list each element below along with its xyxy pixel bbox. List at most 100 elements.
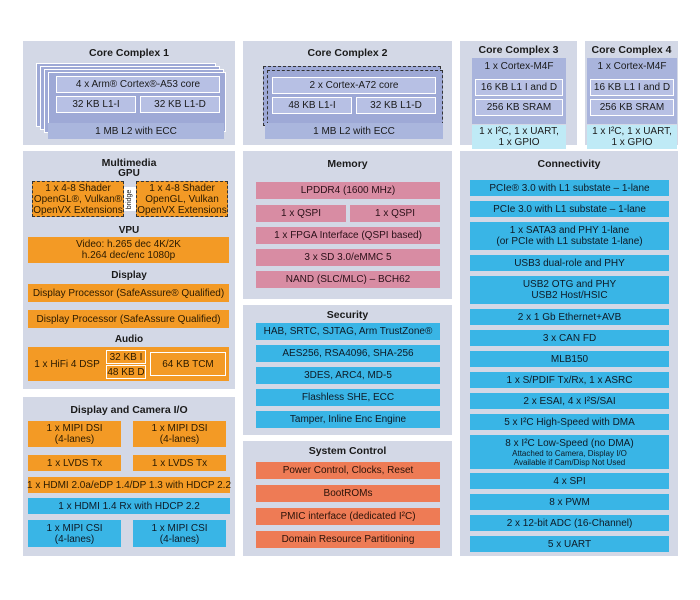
pmic-interface-box: PMIC interface (dedicated I²C): [256, 508, 440, 525]
l1i-cache-box: 48 KB L1-I: [272, 97, 352, 114]
pcie-1-box: PCIe® 3.0 with L1 substate – 1-lane: [470, 180, 669, 196]
csi-line: 1 x MIPI CSI: [151, 522, 208, 534]
adc-box: 2 x 12-bit ADC (16-Channel): [470, 515, 669, 531]
bootroms-box: BootROMs: [256, 485, 440, 502]
she-ecc-box: Flashless SHE, ECC: [256, 389, 440, 406]
l2-cache-box: 1 MB L2 with ECC: [265, 123, 443, 139]
hifi-dsp-box: 1 x HiFi 4 DSP: [31, 355, 103, 373]
display-camera-title: Display and Camera I/O: [70, 404, 188, 416]
core-complex-2-panel: Core Complex 2 2 x Cortex-A72 core 48 KB…: [243, 41, 452, 145]
i2c-lowspeed-box: 8 x I²C Low-Speed (no DMA) Attached to C…: [470, 435, 669, 469]
m4-io-line: 1 x GPIO: [498, 137, 540, 148]
a72-cores-box: 2 x Cortex-A72 core: [272, 77, 436, 94]
dsi-line: (4-lanes): [159, 434, 200, 445]
csi-line: 1 x MIPI CSI: [46, 522, 103, 534]
vpu-line: Video: h.265 dec 4K/2K: [76, 239, 181, 250]
core-complex-1-title: Core Complex 1: [89, 47, 169, 59]
display-title: Display: [111, 270, 147, 281]
pcie-2-box: PCIe 3.0 with L1 substate – 1-lane: [470, 201, 669, 217]
gpu-line: 1 x 4-8 Shader: [45, 182, 111, 194]
system-control-panel: System Control Power Control, Clocks, Re…: [243, 441, 452, 556]
vpu-box: Video: h.265 dec 4K/2K h.264 dec/enc 108…: [28, 237, 229, 263]
uart-box: 5 x UART: [470, 536, 669, 552]
mipi-csi-right: 1 x MIPI CSI (4-lanes): [133, 520, 226, 547]
multimedia-panel: Multimedia GPU 1 x 4-8 Shader OpenGL®, V…: [23, 151, 235, 389]
sata-line: 1 x SATA3 and PHY 1-lane: [509, 225, 630, 236]
usb3-box: USB3 dual-role and PHY: [470, 255, 669, 271]
domain-partitioning-box: Domain Resource Partitioning: [256, 531, 440, 548]
mlb-box: MLB150: [470, 351, 669, 367]
gpu-left-box: 1 x 4-8 Shader OpenGL®, Vulkan® OpenVX E…: [32, 181, 124, 217]
lvds-right: 1 x LVDS Tx: [133, 455, 226, 471]
i2c-ls-line: 8 x I²C Low-Speed (no DMA): [505, 437, 634, 449]
l2-cache-box: 1 MB L2 with ECC: [48, 123, 224, 139]
m4-cache-box: 16 KB L1 I and D: [590, 79, 674, 96]
gpu-title: GPU: [118, 168, 140, 179]
audio-l1d-box: 48 KB D: [106, 365, 146, 379]
memory-title: Memory: [327, 158, 368, 170]
i2c-ls-note: Attached to Camera, Display I/O: [512, 448, 627, 458]
display-processor-1: Display Processor (SafeAssure® Qualified…: [28, 284, 229, 302]
gpu-bridge: bridge: [124, 187, 136, 211]
qspi-right-box: 1 x QSPI: [350, 205, 440, 222]
sata-box: 1 x SATA3 and PHY 1-lane (or PCIe with L…: [470, 222, 669, 250]
usb2-line: USB2 Host/HSIC: [531, 290, 608, 301]
spdif-box: 1 x S/PDIF Tx/Rx, 1 x ASRC: [470, 372, 669, 388]
vpu-title: VPU: [118, 225, 140, 236]
usb2-line: USB2 OTG and PHY: [522, 279, 617, 290]
sata-line: (or PCIe with L1 substate 1-lane): [496, 236, 643, 247]
tamper-box: Tamper, Inline Enc Engine: [256, 411, 440, 428]
audio-tcm-box: 64 KB TCM: [150, 352, 226, 376]
nand-box: NAND (SLC/MLC) – BCH62: [256, 271, 440, 288]
core-complex-2-title: Core Complex 2: [307, 47, 388, 59]
multimedia-title: Multimedia: [101, 157, 157, 169]
dsi-line: (4-lanes): [54, 434, 95, 445]
fpga-interface-box: 1 x FPGA Interface (QSPI based): [256, 227, 440, 244]
hdmi-tx-box: 1 x HDMI 2.0a/eDP 1.4/DP 1.3 with HDCP 2…: [27, 477, 231, 493]
dsi-line: 1 x MIPI DSI: [46, 423, 103, 434]
connectivity-panel: Connectivity PCIe® 3.0 with L1 substate …: [460, 151, 678, 556]
security-panel: Security HAB, SRTC, SJTAG, Arm TrustZone…: [243, 305, 452, 435]
power-control-box: Power Control, Clocks, Reset: [256, 462, 440, 479]
hab-trustzone-box: HAB, SRTC, SJTAG, Arm TrustZone®: [256, 323, 440, 340]
l1i-cache-box: 32 KB L1-I: [56, 96, 136, 113]
mipi-dsi-left: 1 x MIPI DSI (4-lanes): [28, 421, 121, 447]
csi-line: (4-lanes): [54, 533, 95, 545]
display-camera-io-panel: Display and Camera I/O 1 x MIPI DSI (4-l…: [23, 397, 235, 556]
core-complex-3-panel: Core Complex 3 1 x Cortex-M4F 16 KB L1 I…: [460, 41, 577, 149]
mipi-csi-left: 1 x MIPI CSI (4-lanes): [28, 520, 121, 547]
csi-line: (4-lanes): [159, 533, 200, 545]
core-complex-3-title: Core Complex 3: [478, 44, 559, 56]
can-fd-box: 3 x CAN FD: [470, 330, 669, 346]
hdmi-rx-box: 1 x HDMI 1.4 Rx with HDCP 2.2: [28, 498, 230, 514]
m4-io-box: 1 x I²C, 1 x UART, 1 x GPIO: [472, 125, 566, 149]
vpu-line: h.264 dec/enc 1080p: [81, 250, 176, 261]
gpu-line: 1 x 4-8 Shader: [149, 182, 215, 194]
pwm-box: 8 x PWM: [470, 494, 669, 510]
3des-box: 3DES, ARC4, MD-5: [256, 367, 440, 384]
connectivity-title: Connectivity: [537, 158, 601, 170]
qspi-left-box: 1 x QSPI: [256, 205, 346, 222]
i2c-ls-note: Available if Cam/Disp Not Used: [513, 457, 626, 467]
bridge-label: bridge: [126, 189, 134, 209]
l1d-cache-box: 32 KB L1-D: [140, 96, 220, 113]
usb2-box: USB2 OTG and PHY USB2 Host/HSIC: [470, 276, 669, 304]
core-complex-4-title: Core Complex 4: [591, 44, 672, 56]
system-control-title: System Control: [308, 445, 387, 457]
core-complex-4-panel: Core Complex 4 1 x Cortex-M4F 16 KB L1 I…: [585, 41, 678, 149]
m4-io-line: 1 x I²C, 1 x UART,: [479, 126, 559, 137]
sd-emmc-box: 3 x SD 3.0/eMMC 5: [256, 249, 440, 266]
gpu-line: OpenGL, Vulkan: [145, 193, 219, 205]
m4-cache-box: 16 KB L1 I and D: [475, 79, 563, 96]
dsi-line: 1 x MIPI DSI: [151, 423, 208, 434]
aes-rsa-box: AES256, RSA4096, SHA-256: [256, 345, 440, 362]
a53-cores-box: 4 x Arm® Cortex®-A53 core: [56, 76, 220, 93]
lpddr4-box: LPDDR4 (1600 MHz): [256, 182, 440, 199]
audio-l1i-box: 32 KB I: [106, 350, 146, 364]
m4-io-line: 1 x GPIO: [611, 137, 653, 148]
ethernet-box: 2 x 1 Gb Ethernet+AVB: [470, 309, 669, 325]
gpu-line: OpenVX Extensions: [33, 204, 123, 216]
memory-panel: Memory LPDDR4 (1600 MHz) 1 x QSPI 1 x QS…: [243, 151, 452, 299]
display-processor-2: Display Processor (SafeAssure Qualified): [28, 310, 229, 328]
audio-title: Audio: [114, 334, 144, 345]
